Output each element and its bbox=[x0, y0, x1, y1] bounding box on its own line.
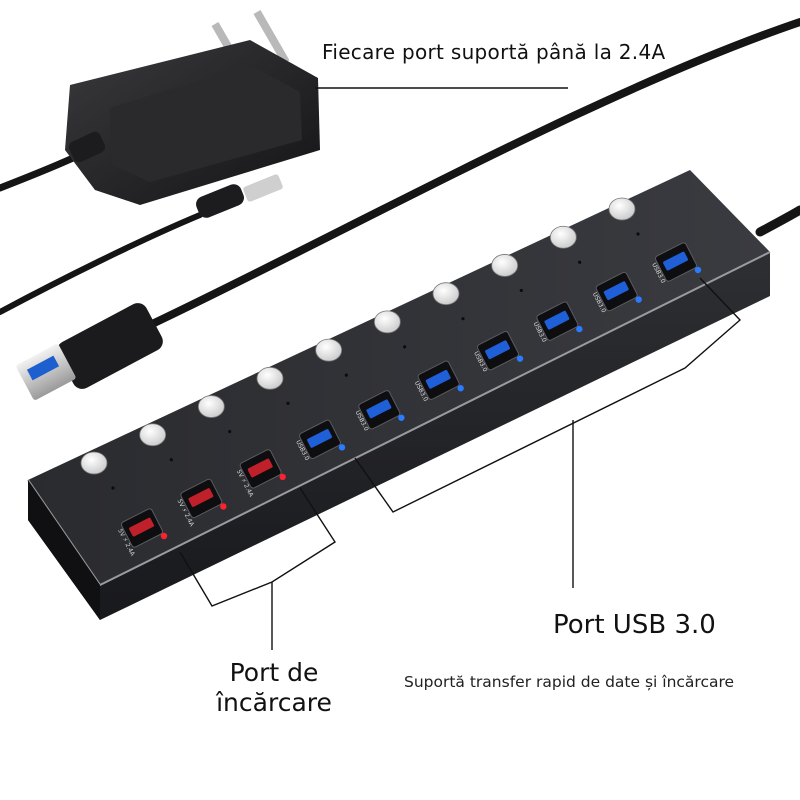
adapter-cable-boot bbox=[68, 131, 106, 163]
power-adapter bbox=[65, 10, 320, 218]
dc-plug-boot bbox=[196, 184, 244, 218]
usb3-port-7[interactable] bbox=[476, 330, 519, 371]
usb3-port-6[interactable] bbox=[417, 360, 460, 400]
usb3-led bbox=[457, 385, 464, 392]
dc-plug-tip bbox=[243, 174, 283, 202]
hub-button-2[interactable] bbox=[139, 423, 167, 447]
port-tongue bbox=[544, 310, 570, 330]
hub-button-10[interactable] bbox=[608, 197, 636, 221]
indicator-dot-10 bbox=[636, 232, 640, 236]
usb3-led bbox=[576, 325, 583, 333]
indicator-dot-5 bbox=[344, 373, 348, 377]
adapter-face bbox=[110, 65, 302, 182]
hub-button-8[interactable] bbox=[491, 254, 519, 277]
usb3-title: Port USB 3.0 bbox=[553, 610, 716, 640]
indicator-dot-2 bbox=[169, 458, 173, 462]
port-tongue bbox=[663, 251, 688, 271]
indicator-dot-1 bbox=[111, 486, 115, 490]
port-tongue bbox=[307, 429, 332, 448]
port-tongue bbox=[425, 369, 451, 389]
cables bbox=[0, 18, 800, 329]
hub-button-9[interactable] bbox=[549, 225, 577, 249]
usb-a-plug bbox=[16, 303, 163, 400]
hub-top-face bbox=[28, 170, 770, 585]
port-tongue bbox=[188, 488, 214, 507]
port-tongue bbox=[247, 458, 273, 478]
usb3-port-5[interactable] bbox=[358, 390, 401, 430]
hub-button-3[interactable] bbox=[197, 395, 225, 418]
hub-button-7[interactable] bbox=[432, 282, 460, 306]
usb-plug-boot bbox=[57, 303, 163, 389]
port-tongue bbox=[129, 517, 154, 537]
indicator-dot-3 bbox=[228, 429, 232, 434]
hub-buttons bbox=[80, 197, 636, 475]
hub-button-5[interactable] bbox=[315, 338, 343, 362]
usb3-led bbox=[338, 444, 346, 451]
usb3-led bbox=[635, 296, 642, 303]
port-tongue bbox=[603, 281, 629, 301]
hub-end-cap bbox=[28, 480, 100, 620]
charging-port-3[interactable] bbox=[239, 449, 282, 489]
charging-title: Port de încărcare bbox=[205, 658, 343, 718]
charging-led bbox=[279, 473, 286, 481]
data-bracket bbox=[354, 277, 742, 513]
indicator-dot-9 bbox=[578, 260, 582, 264]
plug-prong-2 bbox=[253, 10, 290, 65]
hub-button-1[interactable] bbox=[80, 451, 108, 475]
usb3-subtitle: Suportă transfer rapid de date și încărc… bbox=[404, 673, 735, 691]
hub-button-4[interactable] bbox=[256, 366, 284, 390]
usb3-port-10[interactable] bbox=[654, 242, 697, 282]
indicator-dot-6 bbox=[403, 345, 407, 349]
hub-button-6[interactable] bbox=[373, 310, 401, 334]
usb3-led bbox=[516, 355, 524, 362]
charging-title-line1: Port de bbox=[229, 658, 319, 687]
dc-cable bbox=[0, 212, 203, 315]
indicator-dot-8 bbox=[519, 288, 523, 293]
usb3-port-8[interactable] bbox=[536, 301, 579, 341]
indicator-dot-7 bbox=[461, 317, 465, 321]
hub-indicator-dots bbox=[111, 232, 640, 490]
charging-led bbox=[160, 532, 168, 540]
usb-plug-tongue bbox=[26, 355, 60, 381]
charging-port-1[interactable] bbox=[120, 508, 163, 548]
charging-led bbox=[220, 503, 227, 510]
port-tongue bbox=[366, 399, 392, 419]
adapter-note: Fiecare port suportă până la 2.4A bbox=[322, 40, 666, 64]
charging-port-2[interactable] bbox=[180, 478, 223, 519]
port-tongue bbox=[485, 340, 510, 360]
usb3-led bbox=[694, 266, 702, 274]
usb3-port-9[interactable] bbox=[595, 271, 638, 312]
usb3-port-4[interactable] bbox=[298, 419, 341, 459]
hub-cable-right bbox=[755, 205, 800, 237]
charging-title-line2: încărcare bbox=[216, 688, 332, 717]
indicator-dot-4 bbox=[286, 401, 290, 405]
callouts bbox=[179, 87, 742, 650]
usb3-led bbox=[398, 414, 405, 421]
usb-cable bbox=[146, 18, 800, 329]
